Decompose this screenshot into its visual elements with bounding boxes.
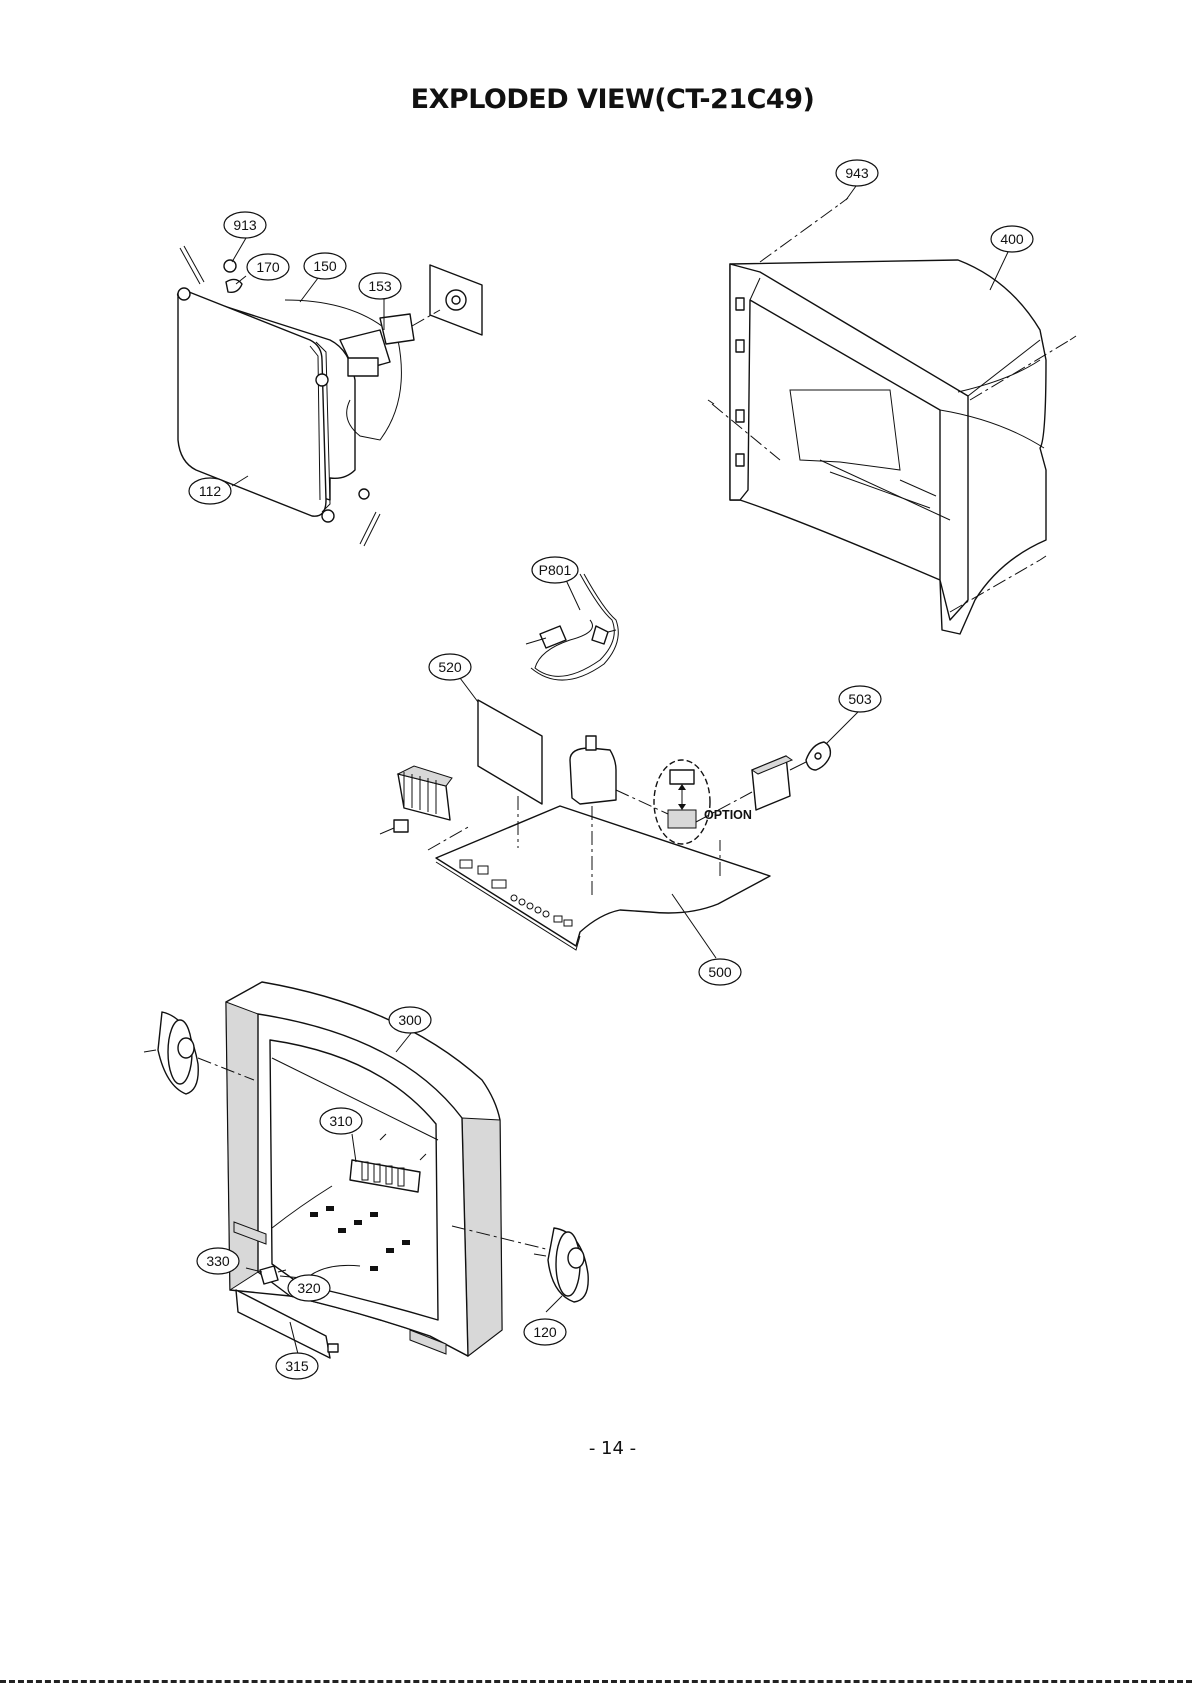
callout-112: 112 [189,478,231,504]
callout-170: 170 [247,254,289,280]
option-label: OPTION [704,808,752,822]
callout-120: 120 [524,1319,566,1345]
svg-text:320: 320 [297,1280,321,1296]
svg-text:300: 300 [398,1012,422,1028]
page-border-rule [0,1680,1192,1683]
callout-p801: P801 [532,557,578,583]
svg-text:400: 400 [1000,231,1024,247]
callout-320: 320 [288,1275,330,1301]
svg-text:310: 310 [329,1113,353,1129]
back-cover-assembly [708,198,1076,634]
callout-300: 300 [389,1007,431,1033]
svg-text:150: 150 [313,258,337,274]
callout-520: 520 [429,654,471,680]
svg-text:112: 112 [199,483,222,499]
svg-text:315: 315 [285,1358,309,1374]
power-cord [526,574,618,680]
callout-153: 153 [359,273,401,299]
svg-text:170: 170 [256,259,280,275]
callout-400: 400 [991,226,1033,252]
svg-text:520: 520 [438,659,462,675]
svg-text:943: 943 [845,165,869,181]
callout-315: 315 [276,1353,318,1379]
front-cabinet-assembly [144,982,588,1358]
svg-text:913: 913 [233,217,257,233]
svg-text:500: 500 [708,964,732,980]
svg-text:120: 120 [533,1324,557,1340]
svg-text:153: 153 [368,278,392,294]
callout-913: 913 [224,212,266,238]
main-board-assembly [380,700,830,950]
svg-text:503: 503 [848,691,872,707]
callout-310: 310 [320,1108,362,1134]
callout-503: 503 [839,686,881,712]
callout-150: 150 [304,253,346,279]
svg-text:330: 330 [206,1253,230,1269]
svg-text:P801: P801 [539,562,572,578]
callout-330: 330 [197,1248,239,1274]
callout-943: 943 [836,160,878,186]
callout-500: 500 [699,959,741,985]
page-number: - 14 - [0,1438,1192,1459]
